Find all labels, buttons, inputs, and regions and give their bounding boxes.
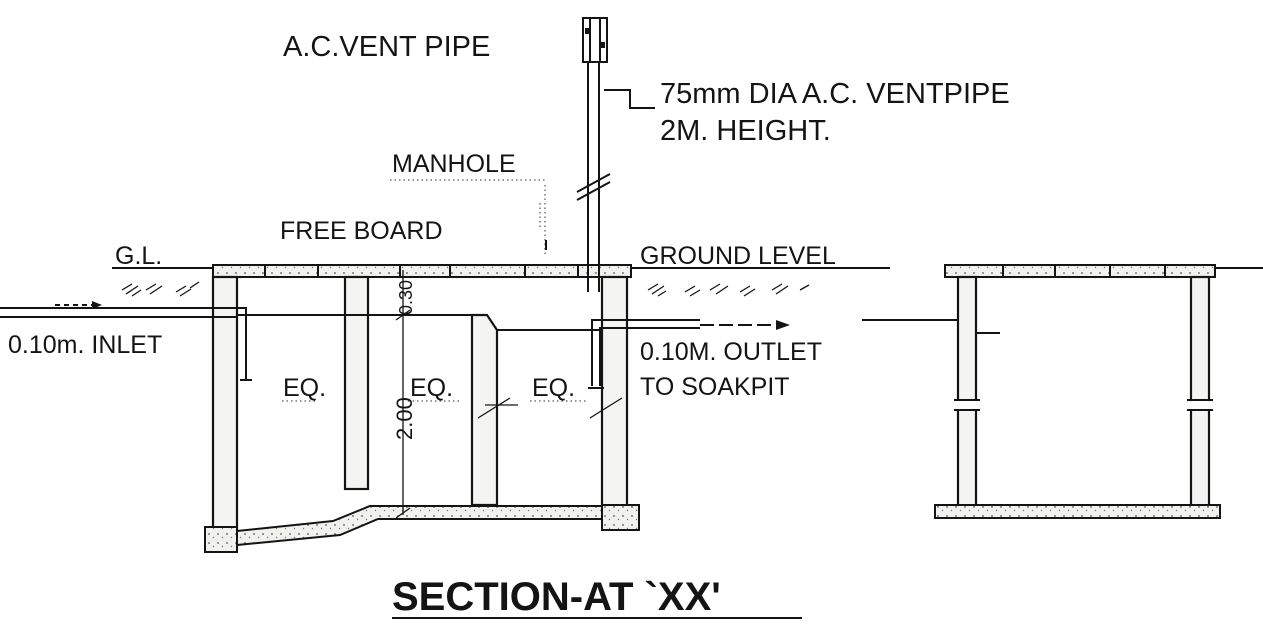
gl-label: G.L.: [115, 242, 162, 270]
manhole-label: MANHOLE: [392, 150, 516, 178]
vent-leader: [604, 89, 655, 109]
baffle-wall: [343, 275, 370, 491]
left-outer-wall: [211, 275, 239, 531]
ground-level-label: GROUND LEVEL: [640, 242, 836, 270]
partition-wall: [470, 313, 499, 507]
inlet-label: 0.10m. INLET: [8, 331, 162, 359]
outlet-label-line2: TO SOAKPIT: [640, 373, 790, 401]
freeboard-dimension-label: 0.30: [396, 280, 416, 315]
vent-pipe-label: A.C.VENT PIPE: [283, 31, 490, 63]
right-footing: [601, 504, 640, 531]
left-footing: [204, 526, 238, 553]
vent-spec-line2: 2M. HEIGHT.: [660, 115, 831, 147]
vent-pipe: [576, 17, 611, 292]
outlet-label-line1: 0.10M. OUTLET: [640, 338, 822, 366]
top-slab: [212, 264, 632, 278]
eq-label-3: EQ.: [532, 374, 575, 402]
slab-joints: [264, 265, 579, 277]
eq-label-1: EQ.: [283, 374, 326, 402]
section-title: SECTION-AT `XX': [392, 575, 721, 619]
eq-label-2: EQ.: [410, 374, 453, 402]
vent-spec-line1: 75mm DIA A.C. VENTPIPE: [660, 78, 1010, 110]
tank-floor: [236, 505, 603, 547]
soakpit: [934, 264, 1221, 519]
break-marks: [477, 397, 623, 419]
depth-dimension-label: 2.00: [392, 397, 417, 440]
inlet-pipe: [0, 301, 252, 381]
depth-dimension: [395, 270, 411, 519]
soil-hatching: [121, 281, 810, 297]
free-board-label: FREE BOARD: [280, 217, 443, 245]
right-outer-wall: [600, 275, 629, 509]
